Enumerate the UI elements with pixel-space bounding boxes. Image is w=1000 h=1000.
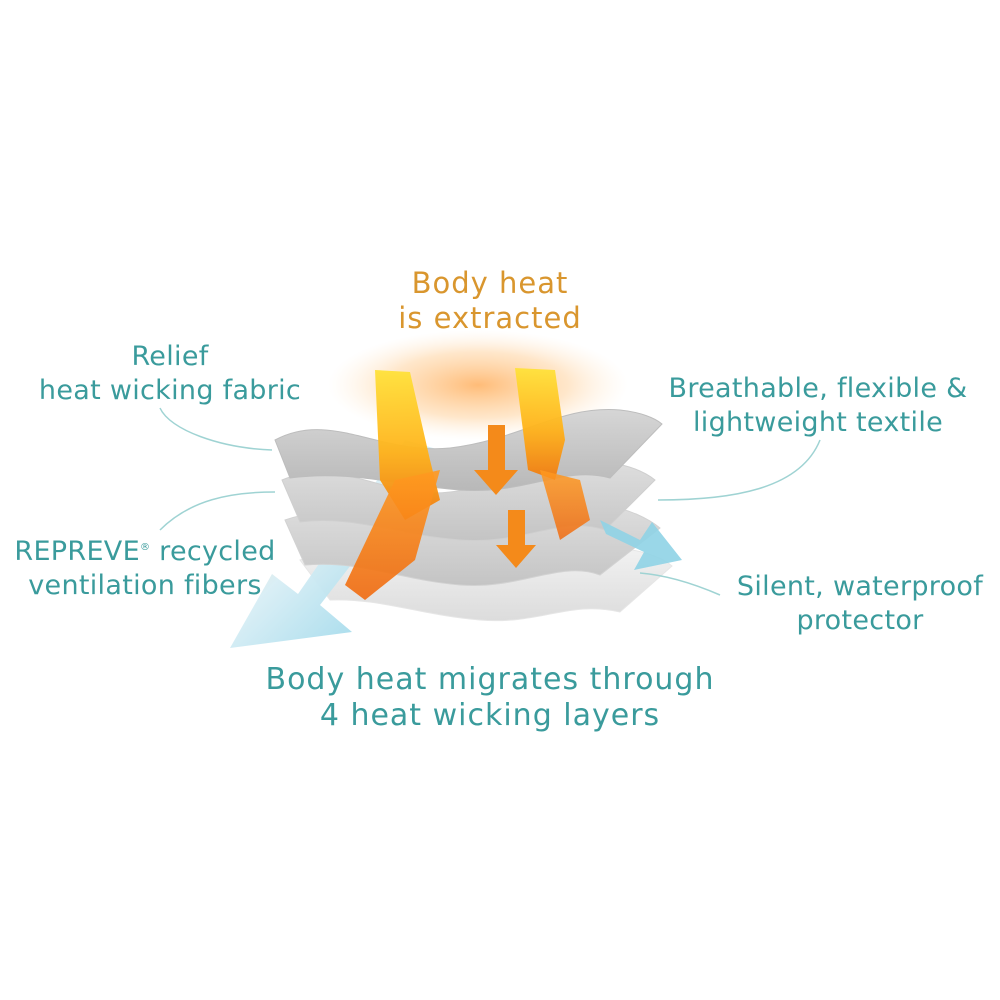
label-breathable-line2: lightweight textile (692, 407, 944, 438)
label-silent-line2: protector (796, 605, 924, 636)
heat-title-line1: Body heat (411, 266, 569, 300)
leader-line-repreve (159, 491, 276, 531)
label-breathable-line1: Breathable, flexible & (668, 373, 968, 404)
label-repreve: REPREVE® recycled ventilation fibers (5, 535, 285, 603)
heat-stream-center (474, 425, 518, 495)
label-silent: Silent, waterproof protector (725, 570, 995, 638)
leader-line-silent (639, 572, 721, 596)
heat-arrow-right (600, 520, 682, 570)
bottom-title-line1: Body heat migrates through (265, 662, 715, 697)
heat-stream-center-lower (496, 510, 536, 568)
label-silent-line1: Silent, waterproof (736, 571, 984, 602)
heat-title-line2: is extracted (398, 301, 582, 335)
label-repreve-line2: ventilation fibers (28, 570, 262, 601)
leader-line-breathable (657, 439, 821, 501)
registered-mark: ® (139, 542, 151, 553)
leader-line-relief (159, 407, 273, 451)
bottom-title: Body heat migrates through 4 heat wickin… (230, 662, 750, 734)
repreve-brand: REPREVE (14, 536, 140, 567)
heat-stream-right-lower (540, 470, 590, 540)
repreve-line1-rest: recycled (150, 536, 276, 567)
label-relief-line2: heat wicking fabric (38, 375, 302, 406)
heat-title: Body heat is extracted (380, 266, 600, 336)
label-relief: Relief heat wicking fabric (30, 340, 310, 408)
heat-stream-right (515, 368, 565, 480)
bottom-title-line2: 4 heat wicking layers (319, 698, 661, 733)
heat-stream-left-lower (345, 470, 440, 600)
label-repreve-line1: REPREVE® recycled (5, 535, 285, 569)
label-breathable: Breathable, flexible & lightweight texti… (668, 372, 968, 440)
label-relief-line1: Relief (131, 341, 209, 372)
